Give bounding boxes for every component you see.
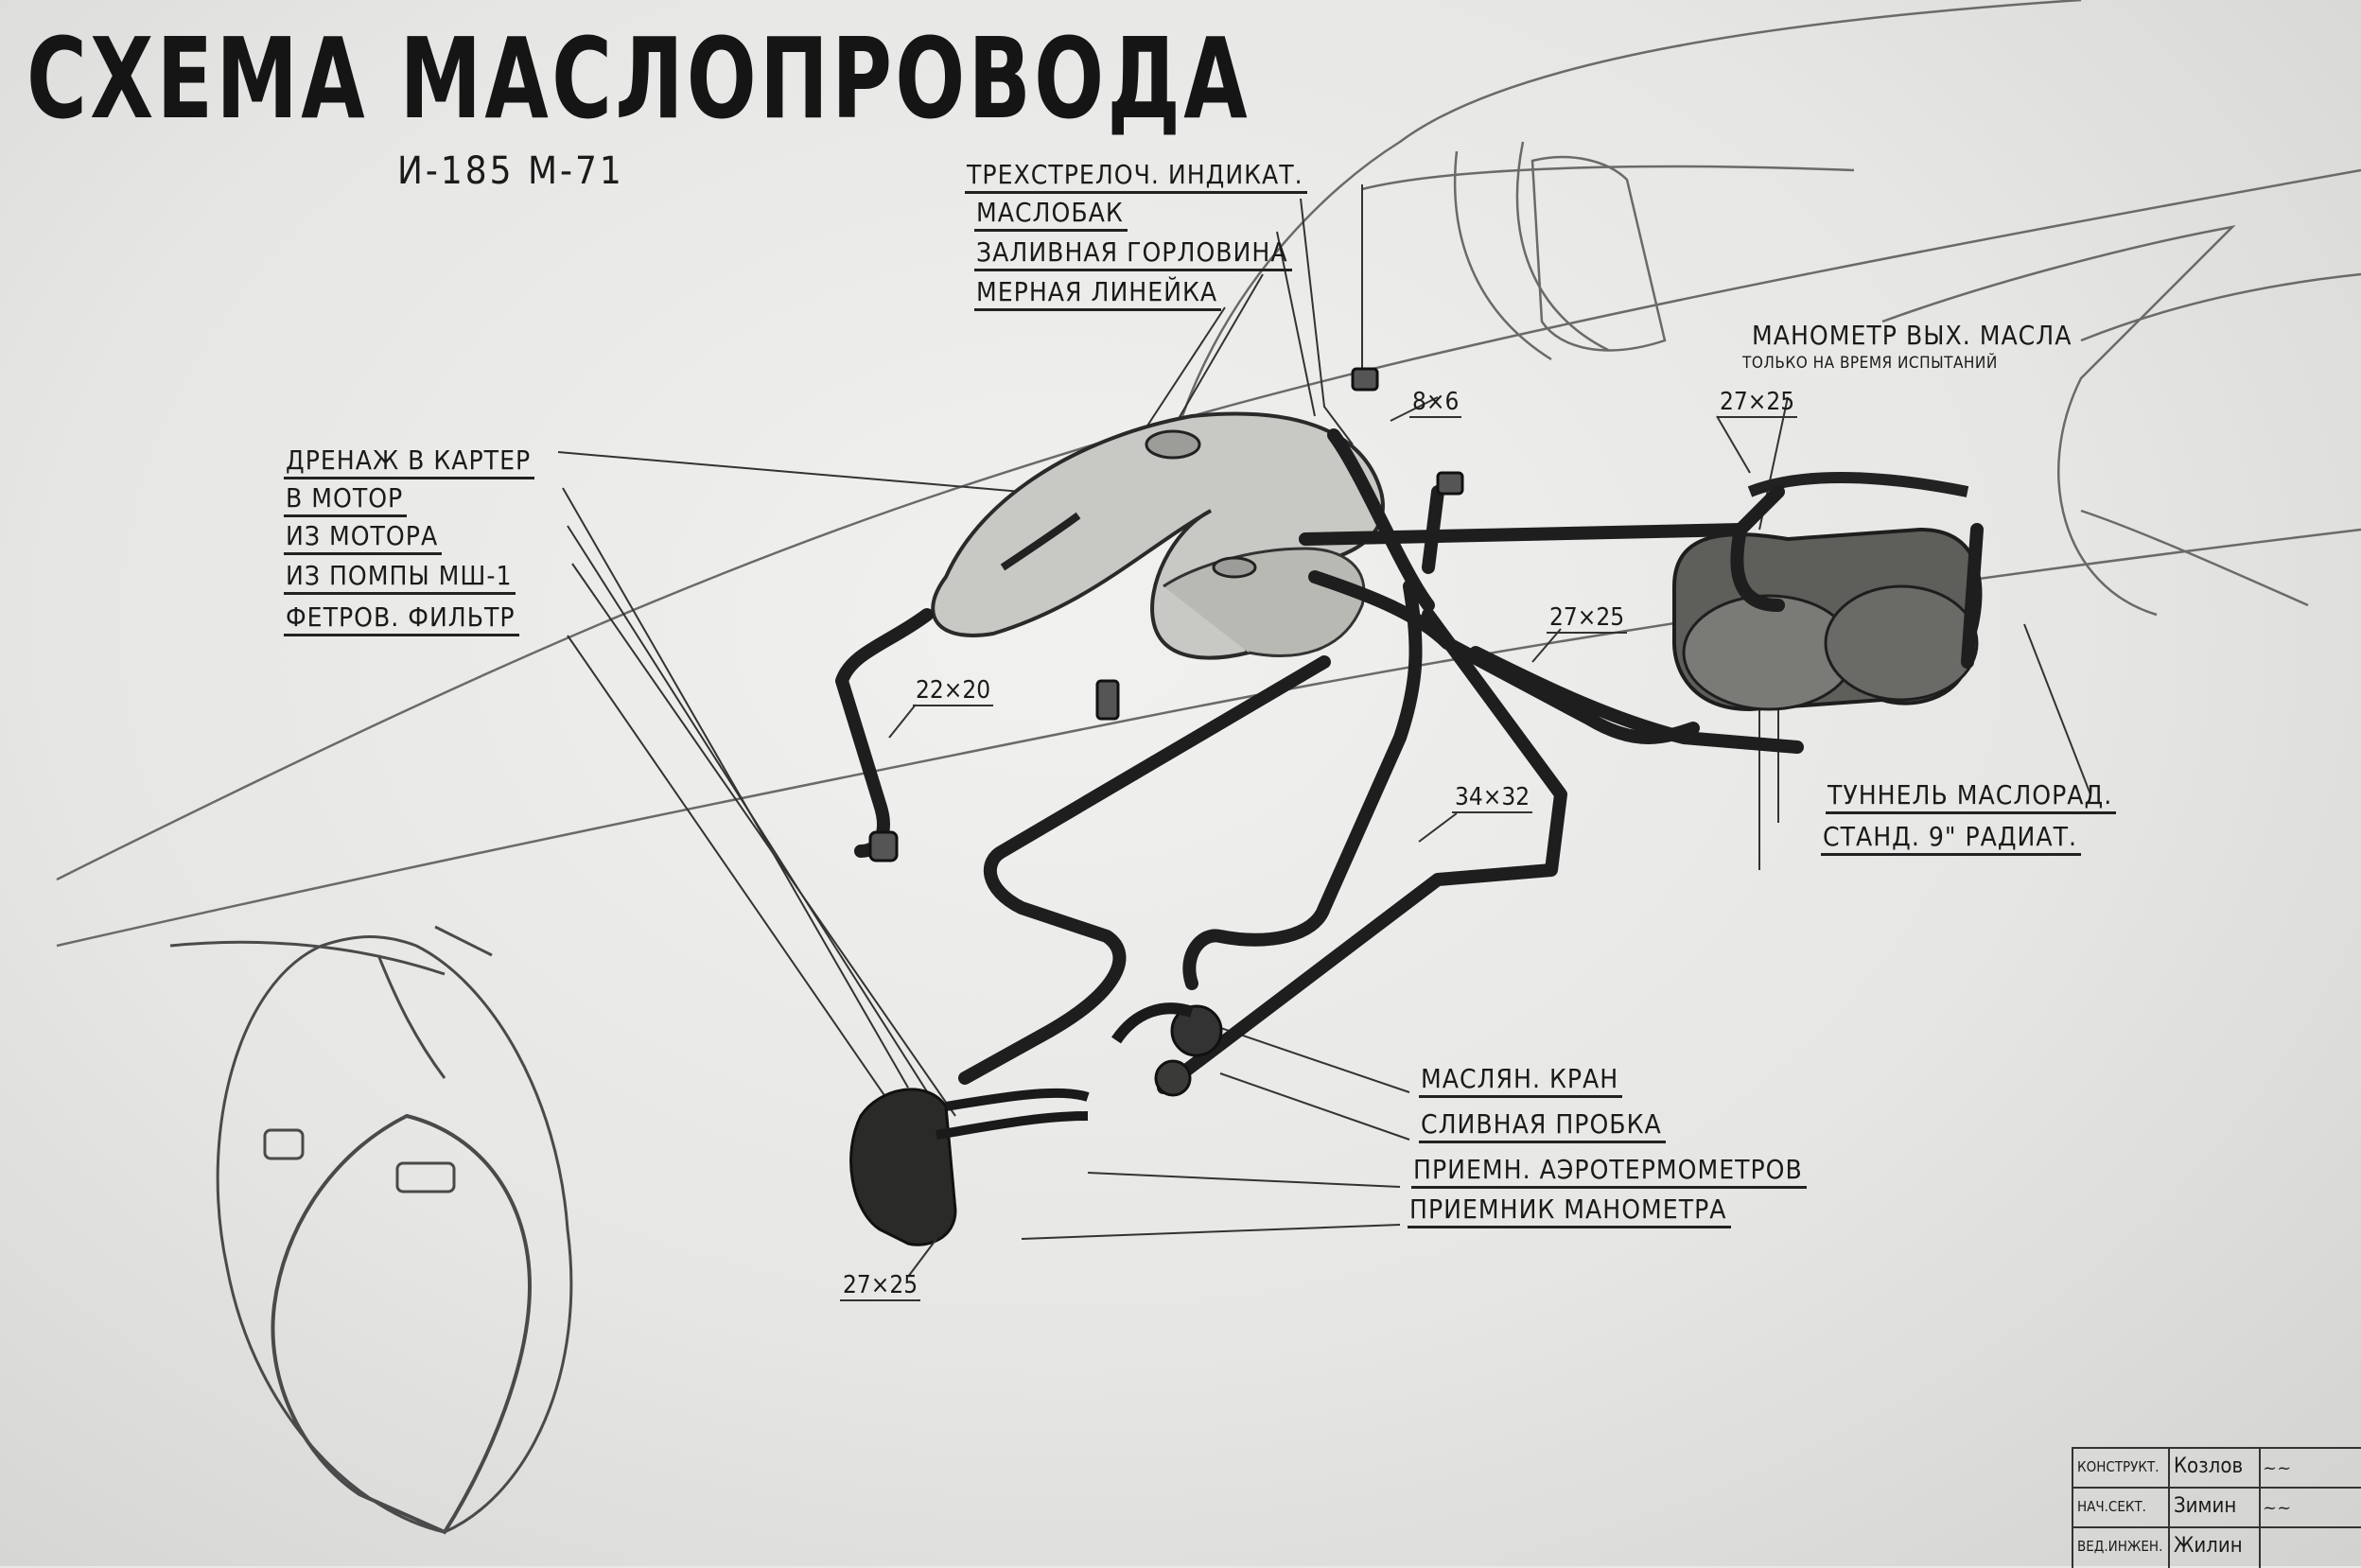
title-block-row: НАЧ.СЕКТ. Зимин ~~: [2073, 1489, 2361, 1528]
label-from-engine: ИЗ МОТОРА: [284, 520, 443, 555]
dimension-27x25-top: 27×25: [1717, 388, 1798, 418]
title-block-name: Зимин: [2174, 1494, 2237, 1518]
dimension-leaders: [888, 396, 1751, 1278]
title-block: КОНСТРУКТ. Козлов ~~ НАЧ.СЕКТ. Зимин ~~ …: [2072, 1447, 2361, 1568]
label-dipstick: МЕРНАЯ ЛИНЕЙКА: [974, 276, 1222, 311]
dimension-22x20: 22×20: [913, 676, 994, 706]
dimension-27x25-mid: 27×25: [1547, 603, 1628, 634]
title-block-role: НАЧ.СЕКТ.: [2077, 1498, 2146, 1515]
oil-radiator: [1672, 472, 1983, 712]
label-radiator-tunnel: ТУННЕЛЬ МАСЛОРАД.: [1826, 779, 2117, 814]
title-block-divider: [2259, 1449, 2261, 1568]
fittings: [868, 367, 1464, 862]
label-thermometer-receiver: ПРИЕМН. АЭРОТЕРМОМЕТРОВ: [1411, 1154, 1807, 1189]
pump-filter-assembly: [849, 1002, 1223, 1246]
label-from-pump: ИЗ ПОМПЫ МШ-1: [284, 560, 516, 595]
label-filler-neck: ЗАЛИВНАЯ ГОРЛОВИНА: [974, 236, 1292, 271]
page-title: СХЕМА МАСЛОПРОВОДА: [26, 13, 1250, 144]
label-drain-crankcase: ДРЕНАЖ В КАРТЕР: [284, 444, 535, 479]
oil-pipes: [835, 428, 1984, 1094]
dimension-27x25-bottom: 27×25: [840, 1271, 921, 1301]
title-block-role: КОНСТРУКТ.: [2077, 1458, 2160, 1475]
label-gauge-receiver: ПРИЕМНИК МАНОМЕТРА: [1408, 1193, 1731, 1228]
label-pressure-gauge-note: ТОЛЬКО НА ВРЕМЯ ИСПЫТАНИЙ: [1742, 354, 1998, 373]
label-to-engine: В МОТОР: [284, 482, 408, 517]
title-block-row: ВЕД.ИНЖЕН. Жилин: [2073, 1528, 2361, 1566]
aircraft-designation: И-185 М-71: [397, 149, 624, 193]
label-radiator-standard: СТАНД. 9" РАДИАТ.: [1821, 821, 2081, 856]
label-oil-tank: МАСЛОБАК: [974, 197, 1128, 232]
label-drain-plug: СЛИВНАЯ ПРОБКА: [1419, 1108, 1666, 1143]
dimension-34x32: 34×32: [1452, 783, 1533, 813]
signature: ~~: [2263, 1498, 2292, 1518]
label-oil-valve: МАСЛЯН. КРАН: [1419, 1063, 1623, 1098]
title-block-name: Жилин: [2174, 1534, 2243, 1558]
engine-cowling: [169, 925, 573, 1535]
dimension-8x6: 8×6: [1409, 388, 1462, 418]
title-block-row: КОНСТРУКТ. Козлов ~~: [2073, 1449, 2361, 1489]
title-block-name: Козлов: [2174, 1455, 2244, 1478]
label-indicator: ТРЕХСТРЕЛОЧ. ИНДИКАТ.: [965, 159, 1307, 194]
label-pressure-gauge: МАНОМЕТР ВЫХ. МАСЛА: [1752, 320, 2072, 351]
title-block-role: ВЕД.ИНЖЕН.: [2077, 1538, 2163, 1555]
signature: ~~: [2263, 1458, 2292, 1478]
label-felt-filter: ФЕТРОВ. ФИЛЬТР: [284, 601, 519, 636]
title-block-divider: [2168, 1449, 2170, 1568]
